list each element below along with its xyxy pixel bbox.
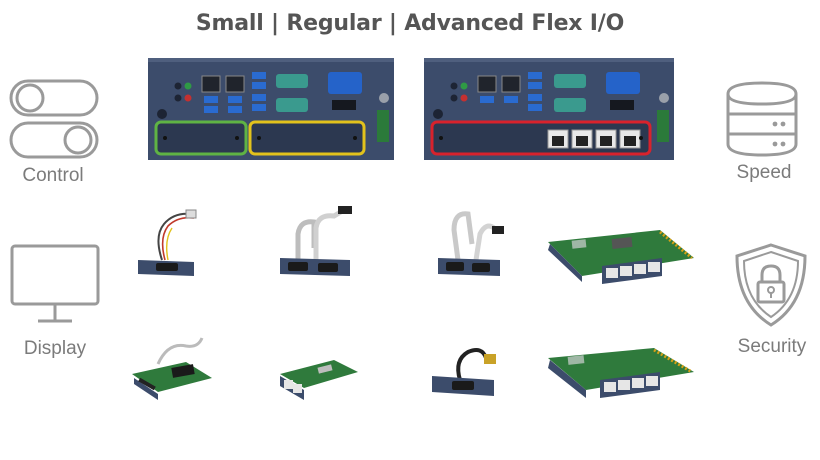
quad-lan-card-2 bbox=[548, 348, 694, 398]
dual-lan-card bbox=[280, 360, 358, 400]
speed-label: Speed bbox=[736, 162, 792, 183]
monitor-icon bbox=[10, 244, 100, 323]
single-port-cable-module bbox=[432, 348, 496, 396]
ribbon-adapter-card bbox=[132, 337, 212, 400]
security-label: Security bbox=[737, 336, 807, 357]
serial-cable-module-1 bbox=[138, 209, 197, 276]
shield-lock-icon bbox=[735, 243, 807, 327]
chassis-small-regular bbox=[148, 58, 394, 160]
page-title: Small | Regular | Advanced Flex I/O bbox=[195, 11, 625, 36]
display-label: Display bbox=[23, 338, 87, 359]
chassis-advanced bbox=[424, 58, 674, 160]
quad-lan-card bbox=[548, 230, 694, 284]
control-label: Control bbox=[22, 165, 84, 186]
dual-serial-cable-module bbox=[280, 206, 352, 276]
database-server-icon bbox=[726, 81, 798, 157]
dual-serial-cable-module-2 bbox=[438, 211, 504, 276]
toggle-switch-icon bbox=[9, 79, 99, 159]
